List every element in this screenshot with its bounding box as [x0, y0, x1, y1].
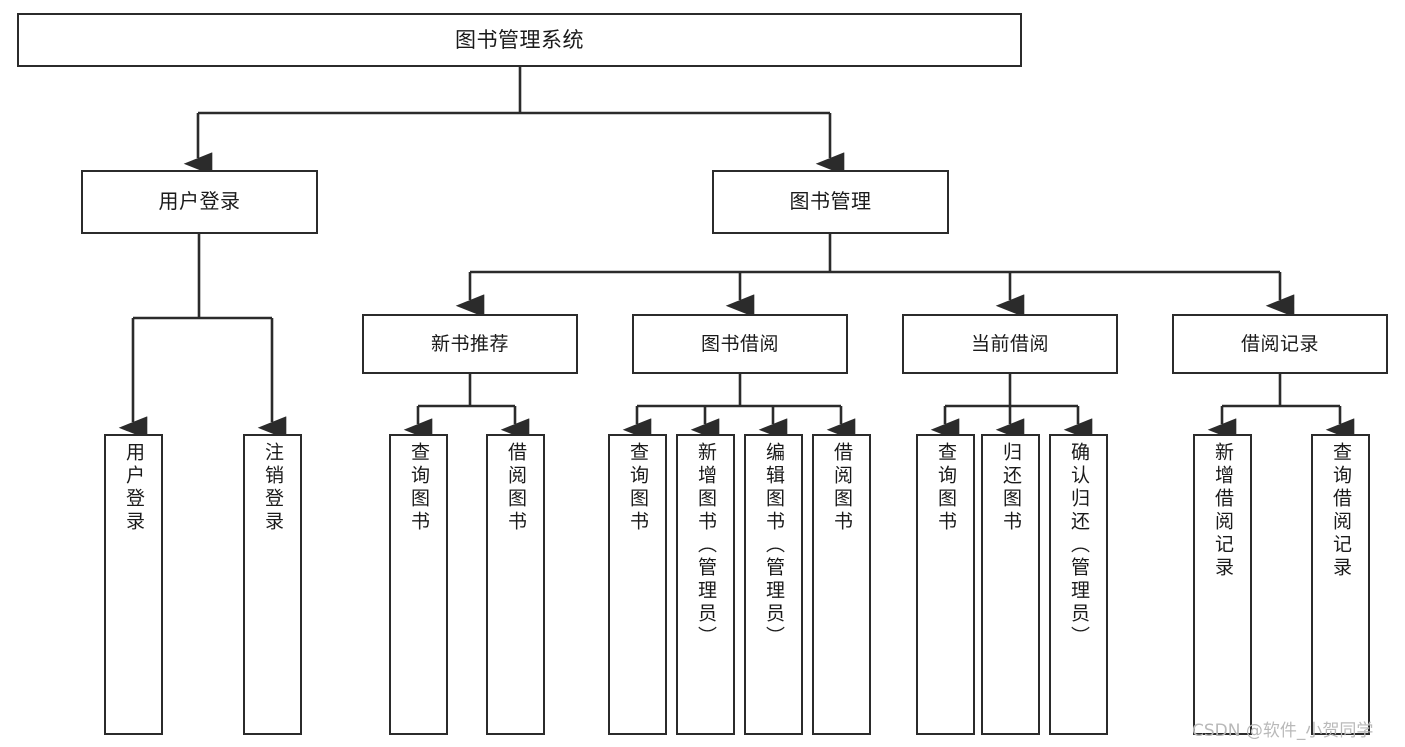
leaf-user-login[interactable]: 用户登录 — [104, 434, 163, 735]
node-label: 当前借阅 — [970, 332, 1049, 355]
node-label: 图书借阅 — [700, 332, 779, 355]
node-new-book-recommend[interactable]: 新书推荐 — [362, 314, 578, 374]
leaf-query-book-recommend[interactable]: 查询图书 — [389, 434, 448, 735]
node-label: 查询图书 — [408, 442, 430, 534]
node-label: 用户登录 — [123, 442, 145, 534]
leaf-logout[interactable]: 注销登录 — [243, 434, 302, 735]
node-label: 借阅图书 — [831, 442, 853, 534]
node-label: 归还图书 — [1000, 442, 1022, 534]
leaf-add-book-admin[interactable]: 新增图书（管理员） — [676, 434, 735, 735]
node-label: 图书管理 — [789, 189, 872, 214]
node-label: 用户登录 — [158, 189, 241, 214]
node-label: 借阅记录 — [1240, 332, 1319, 355]
leaf-return-book[interactable]: 归还图书 — [981, 434, 1040, 735]
node-label: 查询借阅记录 — [1330, 442, 1352, 580]
node-label: 注销登录 — [262, 442, 284, 534]
node-label: 查询图书 — [627, 442, 649, 534]
node-user-login[interactable]: 用户登录 — [81, 170, 318, 234]
node-label: 新增图书（管理员） — [695, 442, 717, 649]
leaf-add-borrow-record[interactable]: 新增借阅记录 — [1193, 434, 1252, 735]
node-label: 新增借阅记录 — [1212, 442, 1234, 580]
leaf-query-book[interactable]: 查询图书 — [608, 434, 667, 735]
node-borrow-record[interactable]: 借阅记录 — [1172, 314, 1388, 374]
node-current-borrow[interactable]: 当前借阅 — [902, 314, 1118, 374]
leaf-edit-book-admin[interactable]: 编辑图书（管理员） — [744, 434, 803, 735]
node-label: 借阅图书 — [505, 442, 527, 534]
node-root-system[interactable]: 图书管理系统 — [17, 13, 1022, 67]
node-label: 确认归还（管理员） — [1068, 442, 1090, 649]
leaf-confirm-return-admin[interactable]: 确认归还（管理员） — [1049, 434, 1108, 735]
leaf-query-book-current[interactable]: 查询图书 — [916, 434, 975, 735]
node-book-management[interactable]: 图书管理 — [712, 170, 949, 234]
node-label: 新书推荐 — [430, 332, 509, 355]
watermark: CSDN @软件_小贺同学 — [1192, 721, 1374, 741]
node-book-borrow[interactable]: 图书借阅 — [632, 314, 848, 374]
node-label: 查询图书 — [935, 442, 957, 534]
leaf-borrow-book-recommend[interactable]: 借阅图书 — [486, 434, 545, 735]
leaf-query-borrow-record[interactable]: 查询借阅记录 — [1311, 434, 1370, 735]
node-label: 图书管理系统 — [455, 27, 584, 52]
leaf-borrow-book[interactable]: 借阅图书 — [812, 434, 871, 735]
node-label: 编辑图书（管理员） — [763, 442, 785, 649]
